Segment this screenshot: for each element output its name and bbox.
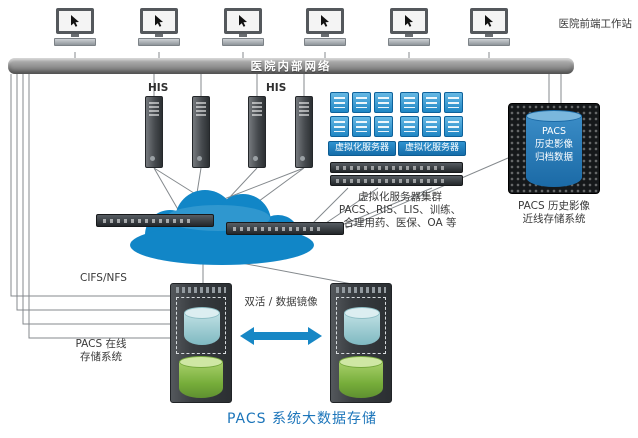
network-switch-icon bbox=[96, 214, 214, 227]
cursor-icon bbox=[405, 15, 413, 27]
online-storage-caption-line: 存储系统 bbox=[80, 351, 122, 363]
archive-drum-label: PACS 历史影像 归档数据 bbox=[534, 126, 573, 163]
monitor-icon bbox=[470, 8, 508, 34]
bar-to-tower-lines bbox=[153, 74, 305, 96]
workstation-icon bbox=[466, 8, 512, 56]
cluster-caption-line: 虚拟化服务器集群 bbox=[358, 191, 442, 203]
online-storage-caption-line: PACS 在线 bbox=[75, 338, 127, 350]
archive-caption-line: 近线存储系统 bbox=[522, 213, 586, 225]
workstation-icon bbox=[386, 8, 432, 56]
cursor-icon bbox=[239, 15, 247, 27]
virtualization-server-icon bbox=[374, 92, 393, 113]
cluster-caption-line: 合理用药、医保、OA 等 bbox=[343, 217, 457, 229]
keyboard-icon bbox=[138, 38, 180, 46]
rack-unit-icon bbox=[330, 162, 463, 173]
keyboard-icon bbox=[388, 38, 430, 46]
rack-unit-icon bbox=[330, 175, 463, 186]
virtualization-server-group bbox=[330, 92, 393, 137]
workstation-icon bbox=[220, 8, 266, 56]
his-server-tower-icon bbox=[192, 96, 210, 168]
virtualization-server-icon bbox=[422, 92, 441, 113]
cursor-icon bbox=[155, 15, 163, 27]
monitor-stand bbox=[321, 34, 329, 37]
virtualization-server-icon bbox=[330, 92, 349, 113]
keyboard-icon bbox=[304, 38, 346, 46]
bar-to-array-lines bbox=[548, 74, 562, 104]
monitor-stand bbox=[239, 34, 247, 37]
database-cylinder-icon bbox=[179, 356, 223, 398]
monitor-icon bbox=[390, 8, 428, 34]
keyboard-icon bbox=[222, 38, 264, 46]
his-label-2: HIS bbox=[266, 82, 287, 94]
monitor-icon bbox=[224, 8, 262, 34]
keyboard-icon bbox=[54, 38, 96, 46]
virtualization-server-icon bbox=[422, 116, 441, 137]
virtualization-server-icon bbox=[352, 116, 371, 137]
network-switch-icon bbox=[226, 222, 344, 235]
monitor-stand bbox=[71, 34, 79, 37]
rack-slots bbox=[176, 287, 226, 293]
cursor-icon bbox=[485, 15, 493, 27]
monitor-icon bbox=[56, 8, 94, 34]
cluster-caption-line: PACS、RIS、LIS、训练、 bbox=[338, 204, 462, 216]
workstation-icon bbox=[52, 8, 98, 56]
network-bar-label: 医院内部网络 bbox=[250, 59, 332, 73]
mirror-arrow-icon bbox=[240, 327, 322, 345]
cifs-nfs-label: CIFS/NFS bbox=[80, 272, 127, 284]
page-title: PACS 系统大数据存储 bbox=[227, 411, 377, 427]
cache-cylinder-icon bbox=[344, 307, 380, 345]
virtualization-server-icon bbox=[352, 92, 371, 113]
hospital-network-bar: 医院内部网络 bbox=[8, 58, 574, 74]
virtualization-server-icon bbox=[330, 116, 349, 137]
keyboard-icon bbox=[468, 38, 510, 46]
dashed-panel bbox=[176, 297, 226, 354]
workstation-drop-lines bbox=[74, 52, 490, 58]
tower-to-cloud-lines bbox=[153, 167, 305, 218]
archive-data-cylinder-icon: PACS 历史影像 归档数据 bbox=[526, 110, 582, 187]
his-server-tower-icon bbox=[145, 96, 163, 168]
cloud-to-cabinet-lines bbox=[202, 261, 353, 285]
monitor-stand bbox=[485, 34, 493, 37]
virtualization-badge-right: 虚拟化服务器 bbox=[398, 141, 466, 156]
his-server-tower-icon bbox=[248, 96, 266, 168]
virtualization-server-icon bbox=[374, 116, 393, 137]
cache-cylinder-icon bbox=[184, 307, 220, 345]
virtualization-server-group bbox=[400, 92, 463, 137]
virtualization-server-icon bbox=[400, 116, 419, 137]
archive-caption-line: PACS 历史影像 bbox=[518, 200, 590, 212]
monitor-icon bbox=[306, 8, 344, 34]
storage-cabinet-right bbox=[330, 283, 392, 403]
storage-cabinet-left bbox=[170, 283, 232, 403]
left-drop-lines bbox=[10, 74, 170, 339]
virtualization-server-icon bbox=[400, 92, 419, 113]
mirror-label: 双活 / 数据镜像 bbox=[244, 296, 318, 308]
rack-slots bbox=[336, 287, 386, 293]
workstations-label: 医院前端工作站 bbox=[558, 18, 633, 30]
cursor-icon bbox=[321, 15, 329, 27]
monitor-stand bbox=[155, 34, 163, 37]
archive-storage-array-icon: PACS 历史影像 归档数据 bbox=[508, 103, 600, 194]
virtualization-server-icon bbox=[444, 116, 463, 137]
cursor-icon bbox=[71, 15, 79, 27]
monitor-icon bbox=[140, 8, 178, 34]
his-server-tower-icon bbox=[295, 96, 313, 168]
workstation-icon bbox=[302, 8, 348, 56]
dashed-panel bbox=[336, 297, 386, 354]
monitor-stand bbox=[405, 34, 413, 37]
virtualization-server-icon bbox=[444, 92, 463, 113]
virtualization-badge-left: 虚拟化服务器 bbox=[328, 141, 396, 156]
rack-to-switch-lines bbox=[311, 157, 509, 230]
database-cylinder-icon bbox=[339, 356, 383, 398]
workstation-icon bbox=[136, 8, 182, 56]
his-label-1: HIS bbox=[148, 82, 169, 94]
